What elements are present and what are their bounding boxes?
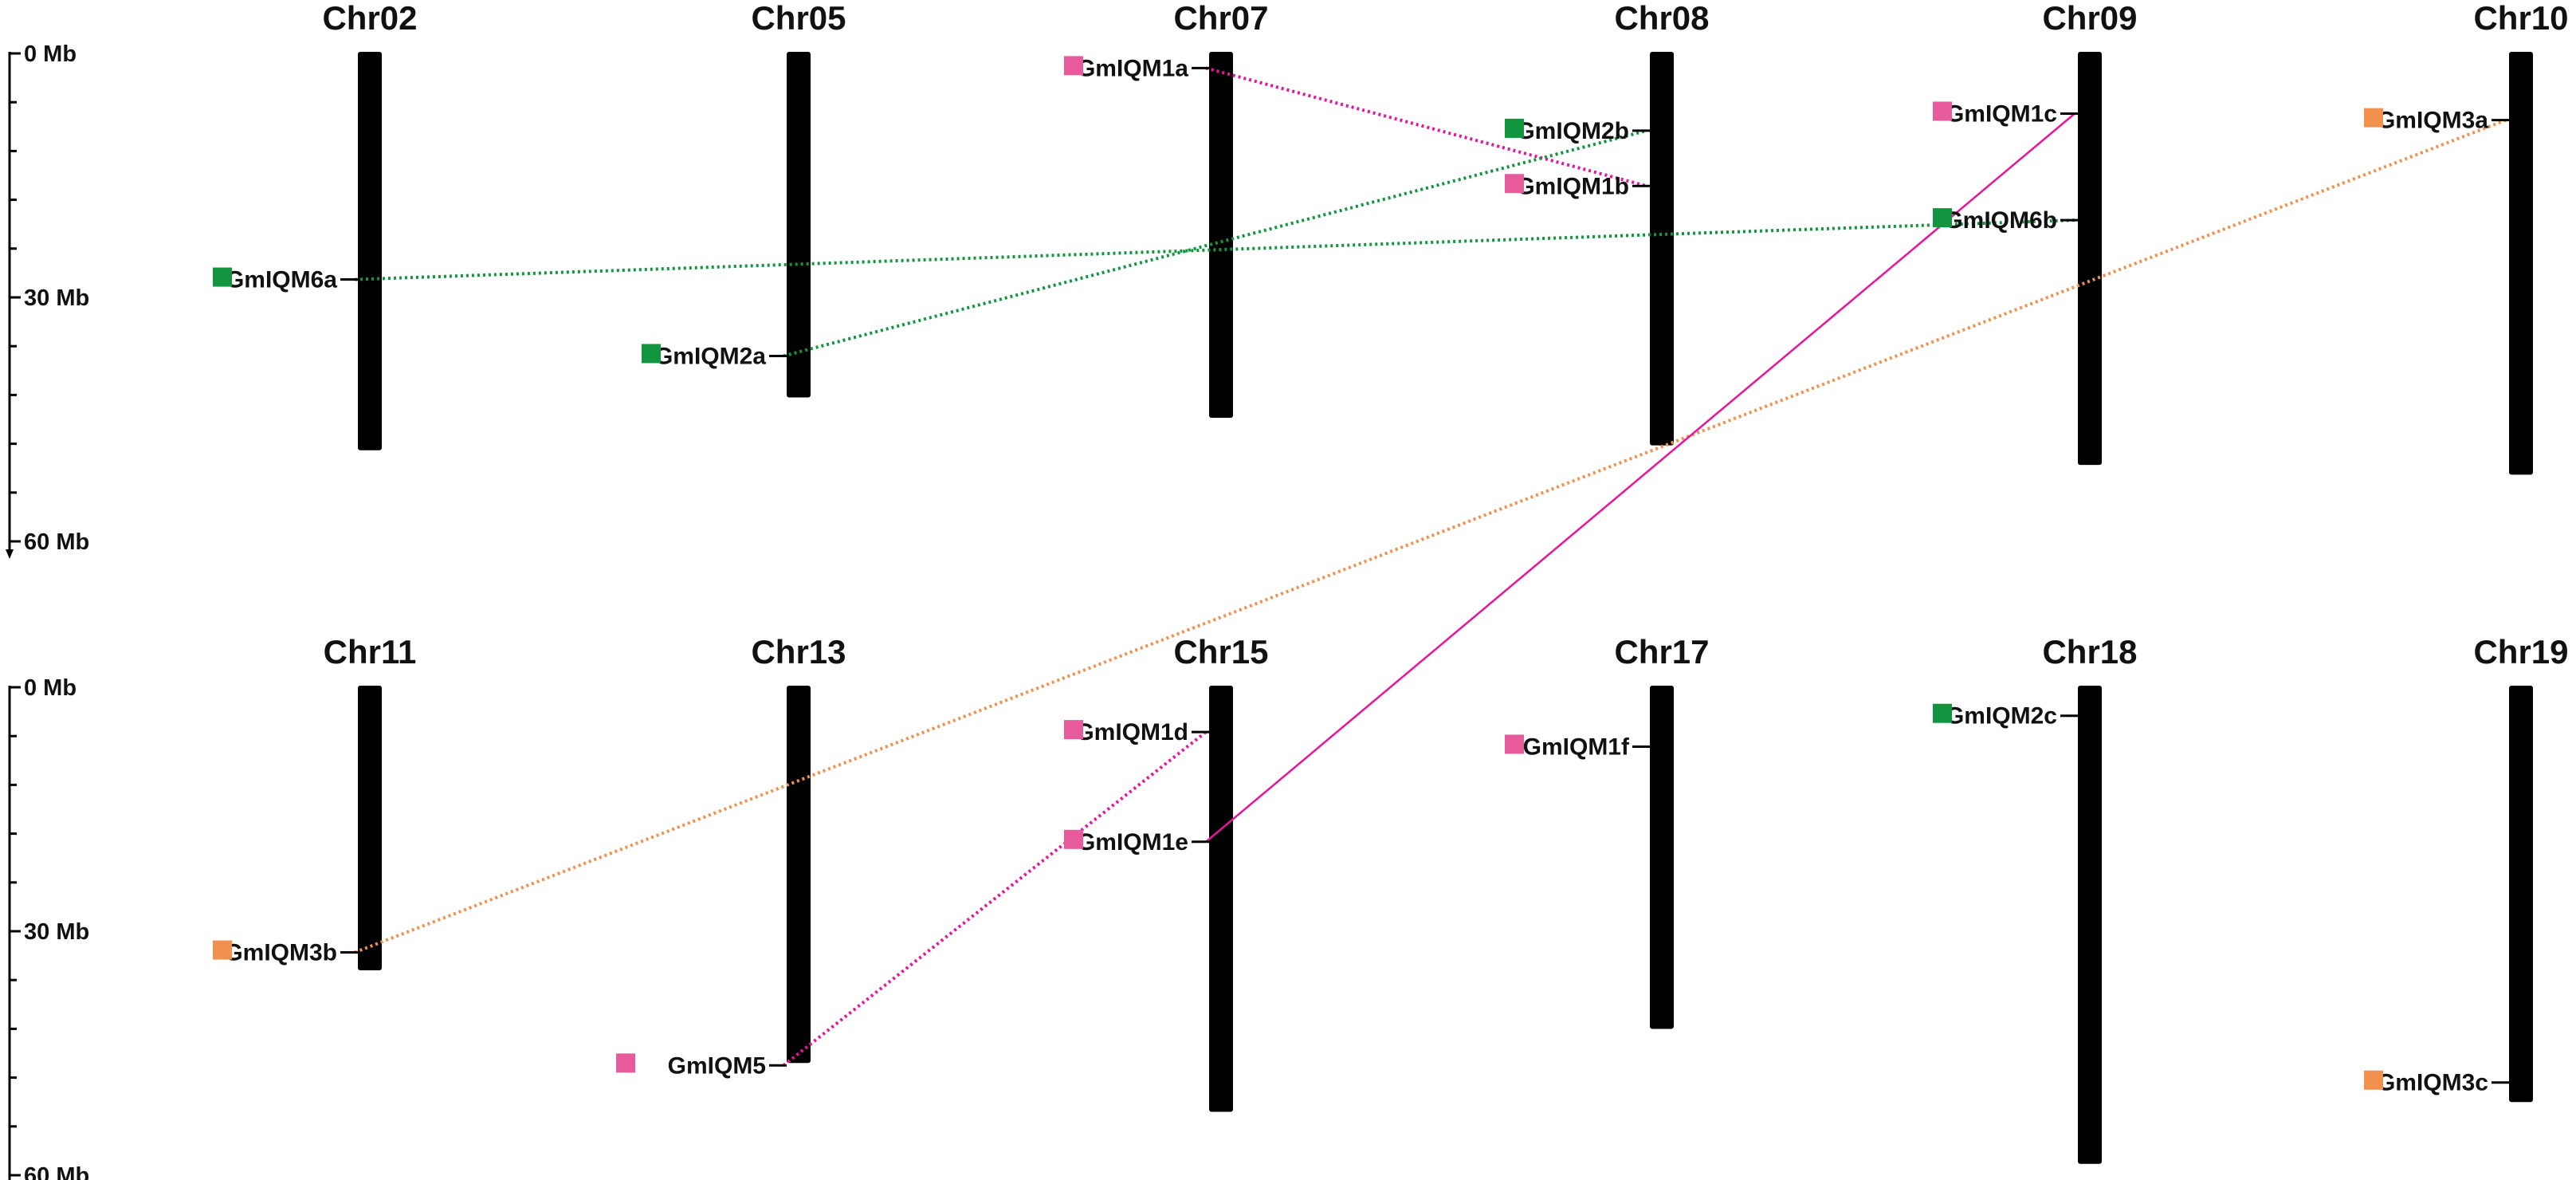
gene-marker-gmiqm3b: GmIQM3b [213,940,358,966]
chromosome-title-chr07: Chr07 [1173,0,1268,37]
link-gmiqm5-gmiqm1d [782,730,1208,1067]
chromosome-bar-chr19 [2509,686,2533,1103]
gene-square-icon [1933,208,1952,228]
chromosome-bar-chr02 [358,52,382,450]
gene-label-gmiqm5: GmIQM5 [668,1052,766,1079]
chromosome-bar-chr10 [2509,52,2533,475]
gene-marker-gmiqm2a: GmIQM2a [642,343,787,369]
axis-tick-label: 30 Mb [24,285,89,311]
chromosome-title-chr15: Chr15 [1173,633,1268,671]
chromosome-title-chr10: Chr10 [2473,0,2568,37]
gene-square-icon [1933,703,1952,723]
gene-label-gmiqm2c: GmIQM2c [1946,703,2057,730]
link-gmiqm6a-gmiqm6b [354,218,2075,281]
gene-label-gmiqm3c: GmIQM3c [2377,1070,2488,1096]
axis-arrow-icon [6,549,14,559]
gene-marker-gmiqm5: GmIQM5 [616,1052,787,1079]
gene-marker-gmiqm1e: GmIQM1e [1064,829,1209,856]
gene-square-icon [213,940,232,960]
gene-label-gmiqm1b: GmIQM1b [1516,173,1629,199]
chromosome-title-chr19: Chr19 [2473,633,2568,671]
link-gmiqm3b-gmiqm3a [354,118,2507,954]
gene-label-gmiqm2b: GmIQM2b [1516,118,1629,144]
gene-marker-gmiqm1c: GmIQM1c [1933,100,2078,127]
gene-label-gmiqm3a: GmIQM3a [2377,108,2488,134]
axis-tick-label: 0 Mb [24,41,77,67]
axes-layer: 0 Mb 30 Mb 60 Mb 0 Mb 30 Mb 60 Mb [6,41,89,1180]
gene-label-gmiqm2a: GmIQM2a [654,343,766,369]
gene-square-icon [213,267,232,287]
gene-marker-gmiqm6a: GmIQM6a [213,267,358,293]
chromosome-bar-chr13 [787,686,811,1064]
chromosome-title-chr05: Chr05 [751,0,846,37]
chromosome-title-chr13: Chr13 [751,633,846,671]
link-gmiqm1a-gmiqm1b [1205,66,1647,188]
gene-square-icon [2364,1070,2383,1090]
chromosome-title-chr09: Chr09 [2042,0,2137,37]
gene-square-icon [1505,734,1524,754]
chromosome-bar-chr07 [1209,52,1233,418]
gene-marker-gmiqm1b: GmIQM1b [1505,173,1650,199]
gene-square-icon [1064,720,1083,740]
gene-label-gmiqm1d: GmIQM1d [1075,719,1188,745]
gene-square-icon [1064,829,1083,849]
chromosome-bar-chr18 [2078,686,2102,1164]
gene-label-gmiqm1e: GmIQM1e [1077,829,1188,856]
link-gmiqm1e-gmiqm1c [1205,112,2075,843]
axis-tick-label: 60 Mb [24,529,89,555]
chromosome-title-chr08: Chr08 [1614,0,1709,37]
link-gmiqm2a-gmiqm2b [783,128,1647,358]
gene-label-gmiqm6a: GmIQM6a [226,267,337,293]
gene-marker-gmiqm3c: GmIQM3c [2364,1070,2509,1096]
gene-square-icon [616,1053,635,1073]
chromosome-bar-chr17 [1650,686,1674,1029]
gene-square-icon [2364,108,2383,128]
chromosome-title-chr02: Chr02 [322,0,417,37]
chromosome-bar-chr15 [1209,686,1233,1112]
gene-square-icon [1505,118,1524,138]
gene-marker-gmiqm6b: GmIQM6b [1933,207,2078,234]
gene-square-icon [1064,56,1083,76]
gene-marker-gmiqm1f: GmIQM1f [1505,734,1650,760]
gene-marker-gmiqm2c: GmIQM2c [1933,703,2078,730]
gene-square-icon [1505,174,1524,194]
gene-marker-gmiqm1a: GmIQM1a [1064,55,1209,81]
gene-square-icon [1933,101,1952,121]
gene-label-gmiqm1c: GmIQM1c [1946,100,2057,127]
chromosome-bar-chr09 [2078,52,2102,466]
chromosome-bar-chr05 [787,52,811,398]
chromosome-bar-chr08 [1650,52,1674,446]
axis-tick-label: 30 Mb [24,919,89,945]
chromosome-title-chr11: Chr11 [324,633,417,671]
axis-tick-label: 0 Mb [24,675,77,701]
gene-label-gmiqm1a: GmIQM1a [1077,55,1188,81]
link-layer [354,66,2507,1067]
gene-layer: GmIQM1aGmIQM2bGmIQM1bGmIQM1cGmIQM6bGmIQM… [213,55,2509,1096]
chromosome-title-chr18: Chr18 [2042,633,2137,671]
chromosome-bar-chr11 [358,686,382,970]
chromosome-title-chr17: Chr17 [1614,633,1709,671]
gene-marker-gmiqm3a: GmIQM3a [2364,108,2509,134]
gene-label-gmiqm3b: GmIQM3b [224,940,337,966]
gene-marker-gmiqm2b: GmIQM2b [1505,118,1650,144]
gene-square-icon [642,344,661,364]
axis-tick-label: 60 Mb [24,1163,89,1180]
gene-label-gmiqm6b: GmIQM6b [1944,207,2057,234]
gene-marker-gmiqm1d: GmIQM1d [1064,719,1209,745]
gene-label-gmiqm1f: GmIQM1f [1523,734,1630,760]
